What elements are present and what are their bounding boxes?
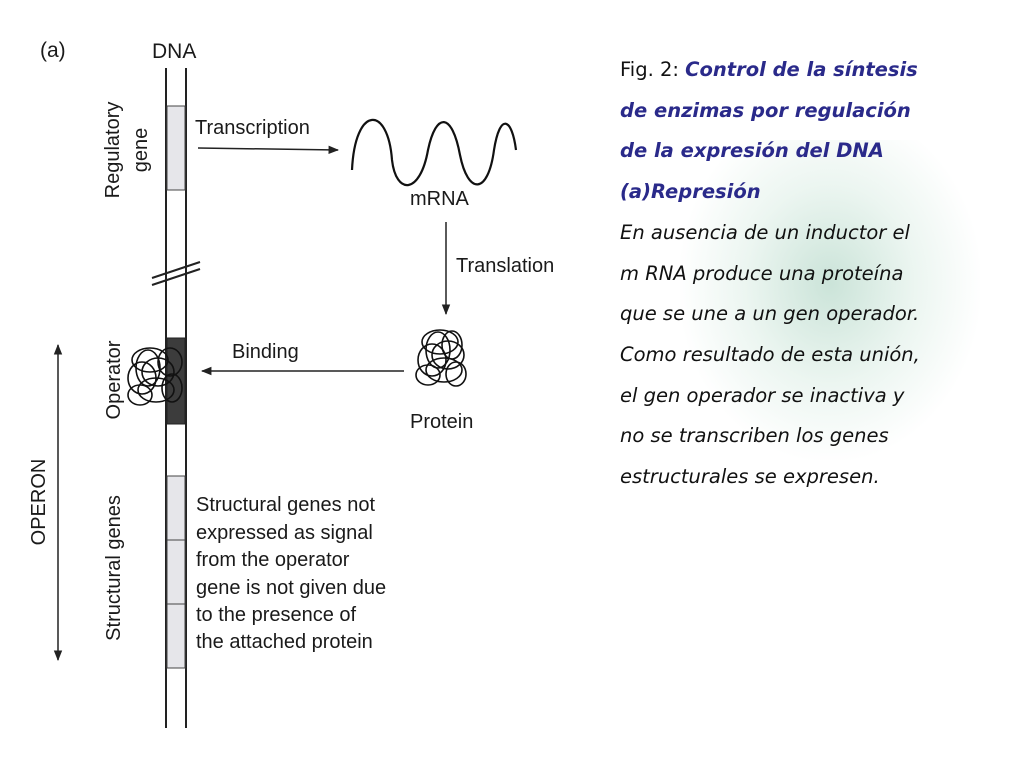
caption-title-text: Control de la síntesis (685, 58, 918, 81)
regulatory-gene-segment (166, 105, 186, 191)
mrna-label: mRNA (410, 188, 470, 210)
caption-title-line: de enzimas por regulación (620, 98, 911, 122)
regulatory-gene-label-line1: Regulatory (102, 102, 124, 199)
operon-label: OPERON (28, 459, 50, 546)
caption-title-line: Fig. 2: Control de la síntesis (620, 50, 1010, 91)
caption-body-line: que se une a un gen operador. (620, 302, 920, 326)
binding-label: Binding (232, 341, 299, 363)
note-line: to the presence of (196, 604, 357, 626)
break-mark-1 (151, 261, 201, 279)
caption-body-line: m RNA produce una proteína (620, 261, 904, 285)
translation-label: Translation (456, 255, 554, 277)
note-line: gene is not given due (196, 577, 386, 599)
bound-protein-blob (127, 347, 183, 406)
note-line: from the operator (196, 549, 350, 571)
figure-label: Fig. 2: (620, 58, 686, 81)
note-line: expressed as signal (196, 522, 373, 544)
caption-title-line: de la expresión del DNA (620, 139, 884, 163)
mrna-wave (350, 118, 518, 187)
caption-body-line: el gen operador se inactiva y (620, 383, 905, 407)
protein-label: Protein (410, 411, 473, 433)
structural-gene-segment-1 (166, 475, 186, 541)
protein-blob (415, 329, 467, 387)
caption-title-line: (a)Represión (620, 180, 761, 204)
transcription-arrow (197, 145, 340, 155)
dna-label: DNA (152, 40, 196, 63)
structural-genes-note: Structural genes not expressed as signal… (196, 494, 386, 653)
caption-body-line: estructurales se expresen. (620, 465, 880, 489)
panel-label: (a) (40, 39, 66, 62)
transcription-label: Transcription (195, 117, 310, 139)
regulatory-gene-label-line2: gene (130, 128, 152, 173)
caption-body-line: no se transcriben los genes (620, 424, 889, 448)
note-line: Structural genes not (196, 494, 375, 516)
structural-gene-segment-3 (166, 603, 186, 669)
dna-strand (151, 68, 201, 728)
caption-body-line: En ausencia de un inductor el (620, 220, 910, 244)
figure-caption: Fig. 2: Control de la síntesis de enzima… (620, 50, 1010, 498)
structural-genes-label: Structural genes (103, 495, 125, 641)
caption-body-line: Como resultado de esta unión, (620, 342, 920, 366)
break-mark-2 (151, 268, 201, 286)
note-line: the attached protein (196, 631, 373, 653)
structural-gene-segment-2 (166, 539, 186, 605)
operator-label: Operator (103, 340, 125, 419)
